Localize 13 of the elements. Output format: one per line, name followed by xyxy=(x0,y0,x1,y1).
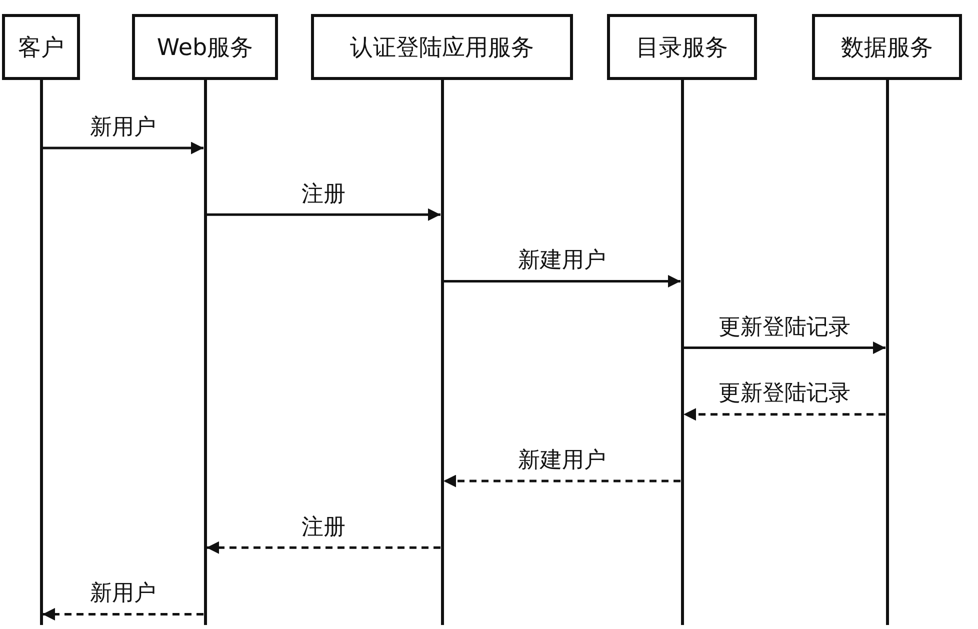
message-arrow xyxy=(206,541,440,554)
participant-name: Web服务 xyxy=(156,34,254,62)
participant-name: 目录服务 xyxy=(636,34,728,62)
participant-name: 客户 xyxy=(18,34,64,62)
participant-name: 认证登陆应用服务 xyxy=(350,34,534,62)
message-arrow xyxy=(684,342,886,354)
message-arrow xyxy=(444,274,680,288)
message-arrow xyxy=(684,408,886,421)
message-arrow xyxy=(206,208,440,221)
message-arrow xyxy=(444,474,680,488)
participant-name: 数据服务 xyxy=(841,34,933,62)
message-arrow xyxy=(42,608,204,620)
message-arrow xyxy=(42,142,204,154)
